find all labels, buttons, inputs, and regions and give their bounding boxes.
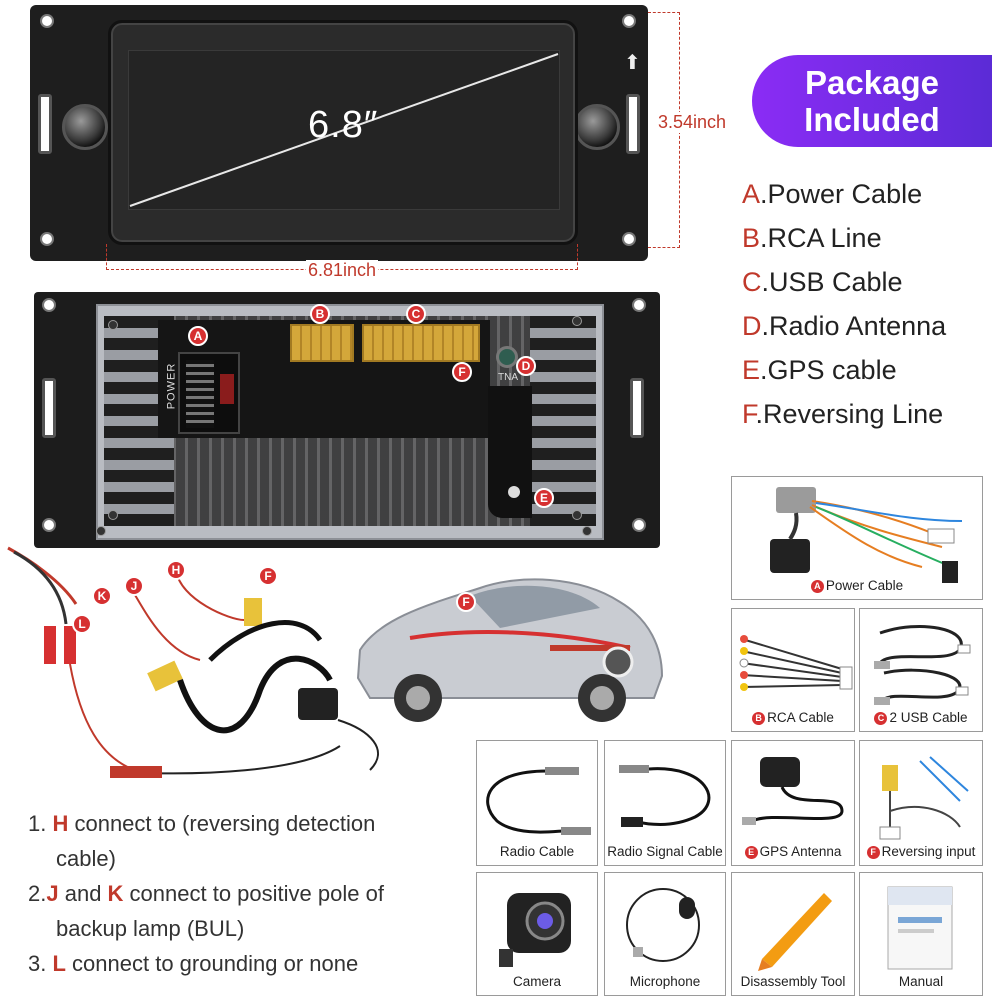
list-item: F.Reversing Line xyxy=(742,392,946,436)
mounting-hole xyxy=(622,14,636,28)
instruction-2-cont: backup lamp (BUL) xyxy=(56,916,245,941)
item-letter: D xyxy=(742,311,762,341)
power-connector-red-pins xyxy=(220,374,234,404)
mounting-hole xyxy=(40,14,54,28)
mounting-slot xyxy=(38,94,52,154)
radio-cable-caption: Radio Cable xyxy=(499,844,575,859)
usb-connector xyxy=(362,324,480,362)
arrow-up-icon: ⬆ xyxy=(624,52,641,74)
power-connector-pins xyxy=(186,360,214,428)
mounting-hole xyxy=(622,232,636,246)
marker-c: C xyxy=(406,304,426,324)
list-item: A.Power Cable xyxy=(742,172,946,216)
marker-b: B xyxy=(310,304,330,324)
camera-caption: Camera xyxy=(512,974,561,989)
list-item: E.GPS cable xyxy=(742,348,946,392)
tile-disassembly-tool: Disassembly Tool xyxy=(731,872,855,996)
radio-signal-cable-caption: Radio Signal Cable xyxy=(607,844,723,859)
instruction-1: 1. H connect to (reversing detection xyxy=(28,811,376,836)
screw xyxy=(582,526,592,536)
item-letter: F xyxy=(742,399,756,429)
item-label: .Power Cable xyxy=(760,179,923,209)
item-label: .USB Cable xyxy=(761,267,903,297)
marker-l: L xyxy=(72,614,92,634)
badge-line1: Package xyxy=(805,64,939,101)
marker-a: A xyxy=(188,326,208,346)
mounting-hole xyxy=(42,518,56,532)
antenna-label: TNA xyxy=(498,372,518,383)
item-label: .Radio Antenna xyxy=(761,311,947,341)
screw xyxy=(572,316,582,326)
tile-microphone: Microphone xyxy=(604,872,726,996)
car-illustration xyxy=(356,578,664,722)
marker-e: E xyxy=(534,488,554,508)
marker-d: D xyxy=(516,356,536,376)
gps-port xyxy=(508,486,520,498)
marker-f: F xyxy=(452,362,472,382)
screw xyxy=(572,510,582,520)
rca-connector xyxy=(290,324,354,362)
badge-line2: Included xyxy=(804,101,940,138)
tile-manual: Manual xyxy=(859,872,983,996)
package-list: A.Power Cable B.RCA Line C.USB Cable D.R… xyxy=(742,172,946,436)
package-included-badge: Package Included xyxy=(752,55,992,147)
mounting-slot xyxy=(42,378,56,438)
marker-k: K xyxy=(92,586,112,606)
antenna-port xyxy=(496,346,518,368)
tile-radio-cable: Radio Cable xyxy=(476,740,598,866)
item-label: .Reversing Line xyxy=(755,399,944,429)
screw xyxy=(96,526,106,536)
car-marker-f: F xyxy=(456,592,476,612)
microphone-caption: Microphone xyxy=(629,974,701,989)
instruction-1-cont: cable) xyxy=(56,846,116,871)
item-letter: B xyxy=(742,223,761,253)
mounting-hole xyxy=(42,298,56,312)
mounting-slot xyxy=(626,94,640,154)
instruction-3: 3. L connect to grounding or none xyxy=(28,951,359,976)
item-label: .RCA Line xyxy=(760,223,882,253)
list-item: D.Radio Antenna xyxy=(742,304,946,348)
item-label: .GPS cable xyxy=(760,355,897,385)
mounting-hole xyxy=(40,232,54,246)
instruction-2: 2.J and K connect to positive pole of xyxy=(28,881,384,906)
item-letter: A xyxy=(742,179,761,209)
disassembly-tool-caption: Disassembly Tool xyxy=(740,974,846,989)
list-item: B.RCA Line xyxy=(742,216,946,260)
screw xyxy=(108,510,118,520)
width-label: 6.81inch xyxy=(306,260,379,281)
mounting-hole xyxy=(632,298,646,312)
list-item: C.USB Cable xyxy=(742,260,946,304)
item-letter: E xyxy=(742,355,761,385)
gps-bay xyxy=(488,386,532,518)
tile-camera: Camera xyxy=(476,872,598,996)
item-letter: C xyxy=(742,267,762,297)
marker-h: H xyxy=(166,560,186,580)
mounting-hole xyxy=(632,518,646,532)
tile-radio-signal-cable: Radio Signal Cable xyxy=(604,740,726,866)
mounting-slot xyxy=(630,378,644,438)
tuning-knob xyxy=(574,104,620,150)
screw xyxy=(108,320,118,330)
screen-size-label: 6.8″ xyxy=(308,104,379,146)
power-label: POWER xyxy=(165,362,178,410)
manual-caption: Manual xyxy=(898,974,944,989)
marker-j: J xyxy=(124,576,144,596)
screen-diagonal-line xyxy=(129,53,559,207)
wiring-instructions: 1. H connect to (reversing detection cab… xyxy=(28,806,468,981)
height-label: 3.54inch xyxy=(656,112,729,133)
marker-f: F xyxy=(258,566,278,586)
volume-knob xyxy=(62,104,108,150)
